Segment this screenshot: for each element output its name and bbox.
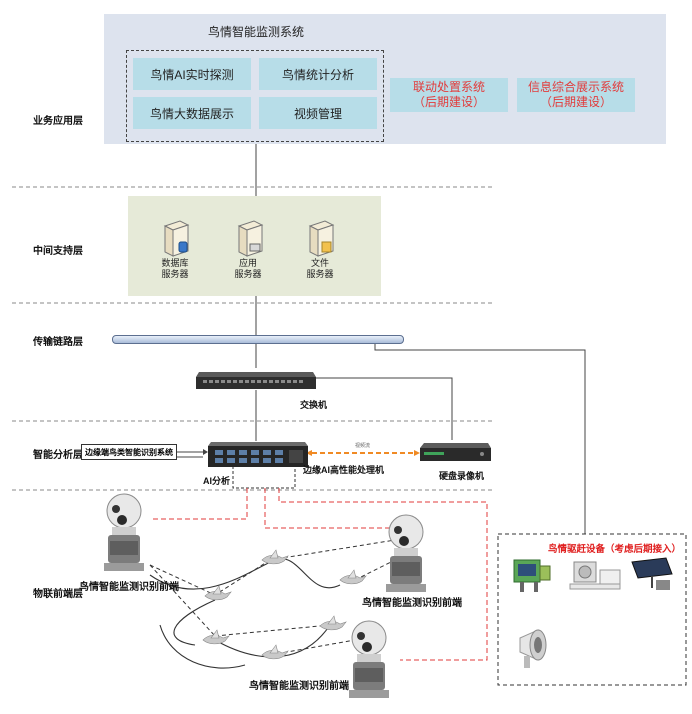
switch-label: 交换机 — [300, 400, 328, 410]
front-camera-1-icon — [104, 493, 144, 571]
bird-icon — [202, 629, 230, 645]
video-stream-label: 视频流 — [355, 443, 371, 449]
monitoring-system-frame — [126, 50, 384, 142]
red-link-front-1 — [152, 488, 248, 520]
info-display-note: （后期建设） — [539, 95, 612, 109]
database-server-icon — [163, 220, 190, 257]
bird-icon — [204, 585, 232, 601]
front-camera-2-icon — [386, 514, 426, 592]
app-server-icon — [237, 220, 264, 257]
layer-label-transport: 传输链路层 — [33, 337, 83, 348]
linked-disposal-system[interactable]: 联动处置系统 （后期建设） — [390, 78, 508, 112]
info-display-title: 信息综合展示系统 — [527, 80, 624, 94]
module-ai-detection[interactable]: 鸟情AI实时探测 — [133, 58, 251, 90]
bird-icon — [339, 569, 367, 585]
layer-label-middle: 中间支持层 — [33, 246, 83, 257]
file-server-label: 文件服务器 — [306, 258, 334, 279]
switch-to-recorder-line — [316, 377, 453, 440]
bird-icon — [261, 644, 289, 660]
repel-devices-title: 鸟情驱赶设备（考虑后期接入） — [548, 544, 682, 555]
module-bigdata-display[interactable]: 鸟情大数据展示 — [133, 97, 251, 129]
bird-icon — [261, 549, 289, 565]
front-label-3: 鸟情智能监测识别前端 — [249, 681, 349, 692]
red-link-front-2 — [264, 488, 408, 529]
front-label-2: 鸟情智能监测识别前端 — [362, 598, 462, 609]
red-link-front-3 — [278, 488, 488, 661]
module-statistics[interactable]: 鸟情统计分析 — [259, 58, 377, 90]
bird-monitoring-system-title: 鸟情智能监测系统 — [208, 25, 305, 39]
repel-box — [497, 533, 687, 686]
module-video-management[interactable]: 视频管理 — [259, 97, 377, 129]
nvr-label: 硬盘录像机 — [439, 471, 485, 481]
app-server-label: 应用服务器 — [234, 258, 262, 279]
file-server-icon — [308, 220, 335, 257]
layer-label-analysis: 智能分析层 — [33, 450, 83, 461]
network-bus — [112, 335, 404, 344]
bird-icon — [319, 615, 347, 631]
layer-label-app: 业务应用层 — [33, 116, 83, 127]
front-label-1: 鸟情智能监测识别前端 — [79, 582, 179, 593]
linked-disposal-note: （后期建设） — [412, 95, 485, 109]
repel-speaker-icon — [519, 629, 547, 668]
layer-label-iot: 物联前端层 — [33, 589, 83, 600]
database-server-label: 数据库服务器 — [161, 258, 189, 279]
edge-processor-label: 边缘AI高性能处理机 — [303, 465, 385, 475]
bus-to-repel-line — [374, 342, 586, 534]
front-camera-3-icon — [349, 620, 389, 698]
repel-solar-panel-icon — [631, 557, 673, 590]
ai-analysis-label: AI分析 — [203, 476, 231, 486]
repel-acoustic-device-icon — [569, 561, 621, 590]
info-display-system[interactable]: 信息综合展示系统 （后期建设） — [517, 78, 635, 112]
repel-solar-device-icon — [513, 559, 551, 592]
linked-disposal-title: 联动处置系统 — [412, 80, 485, 94]
switch-icon — [196, 372, 316, 389]
edge-processor-icon — [208, 442, 308, 467]
edge-recognition-system[interactable]: 边缘端鸟类智能识别系统 — [81, 444, 177, 460]
nvr-icon — [420, 443, 491, 461]
